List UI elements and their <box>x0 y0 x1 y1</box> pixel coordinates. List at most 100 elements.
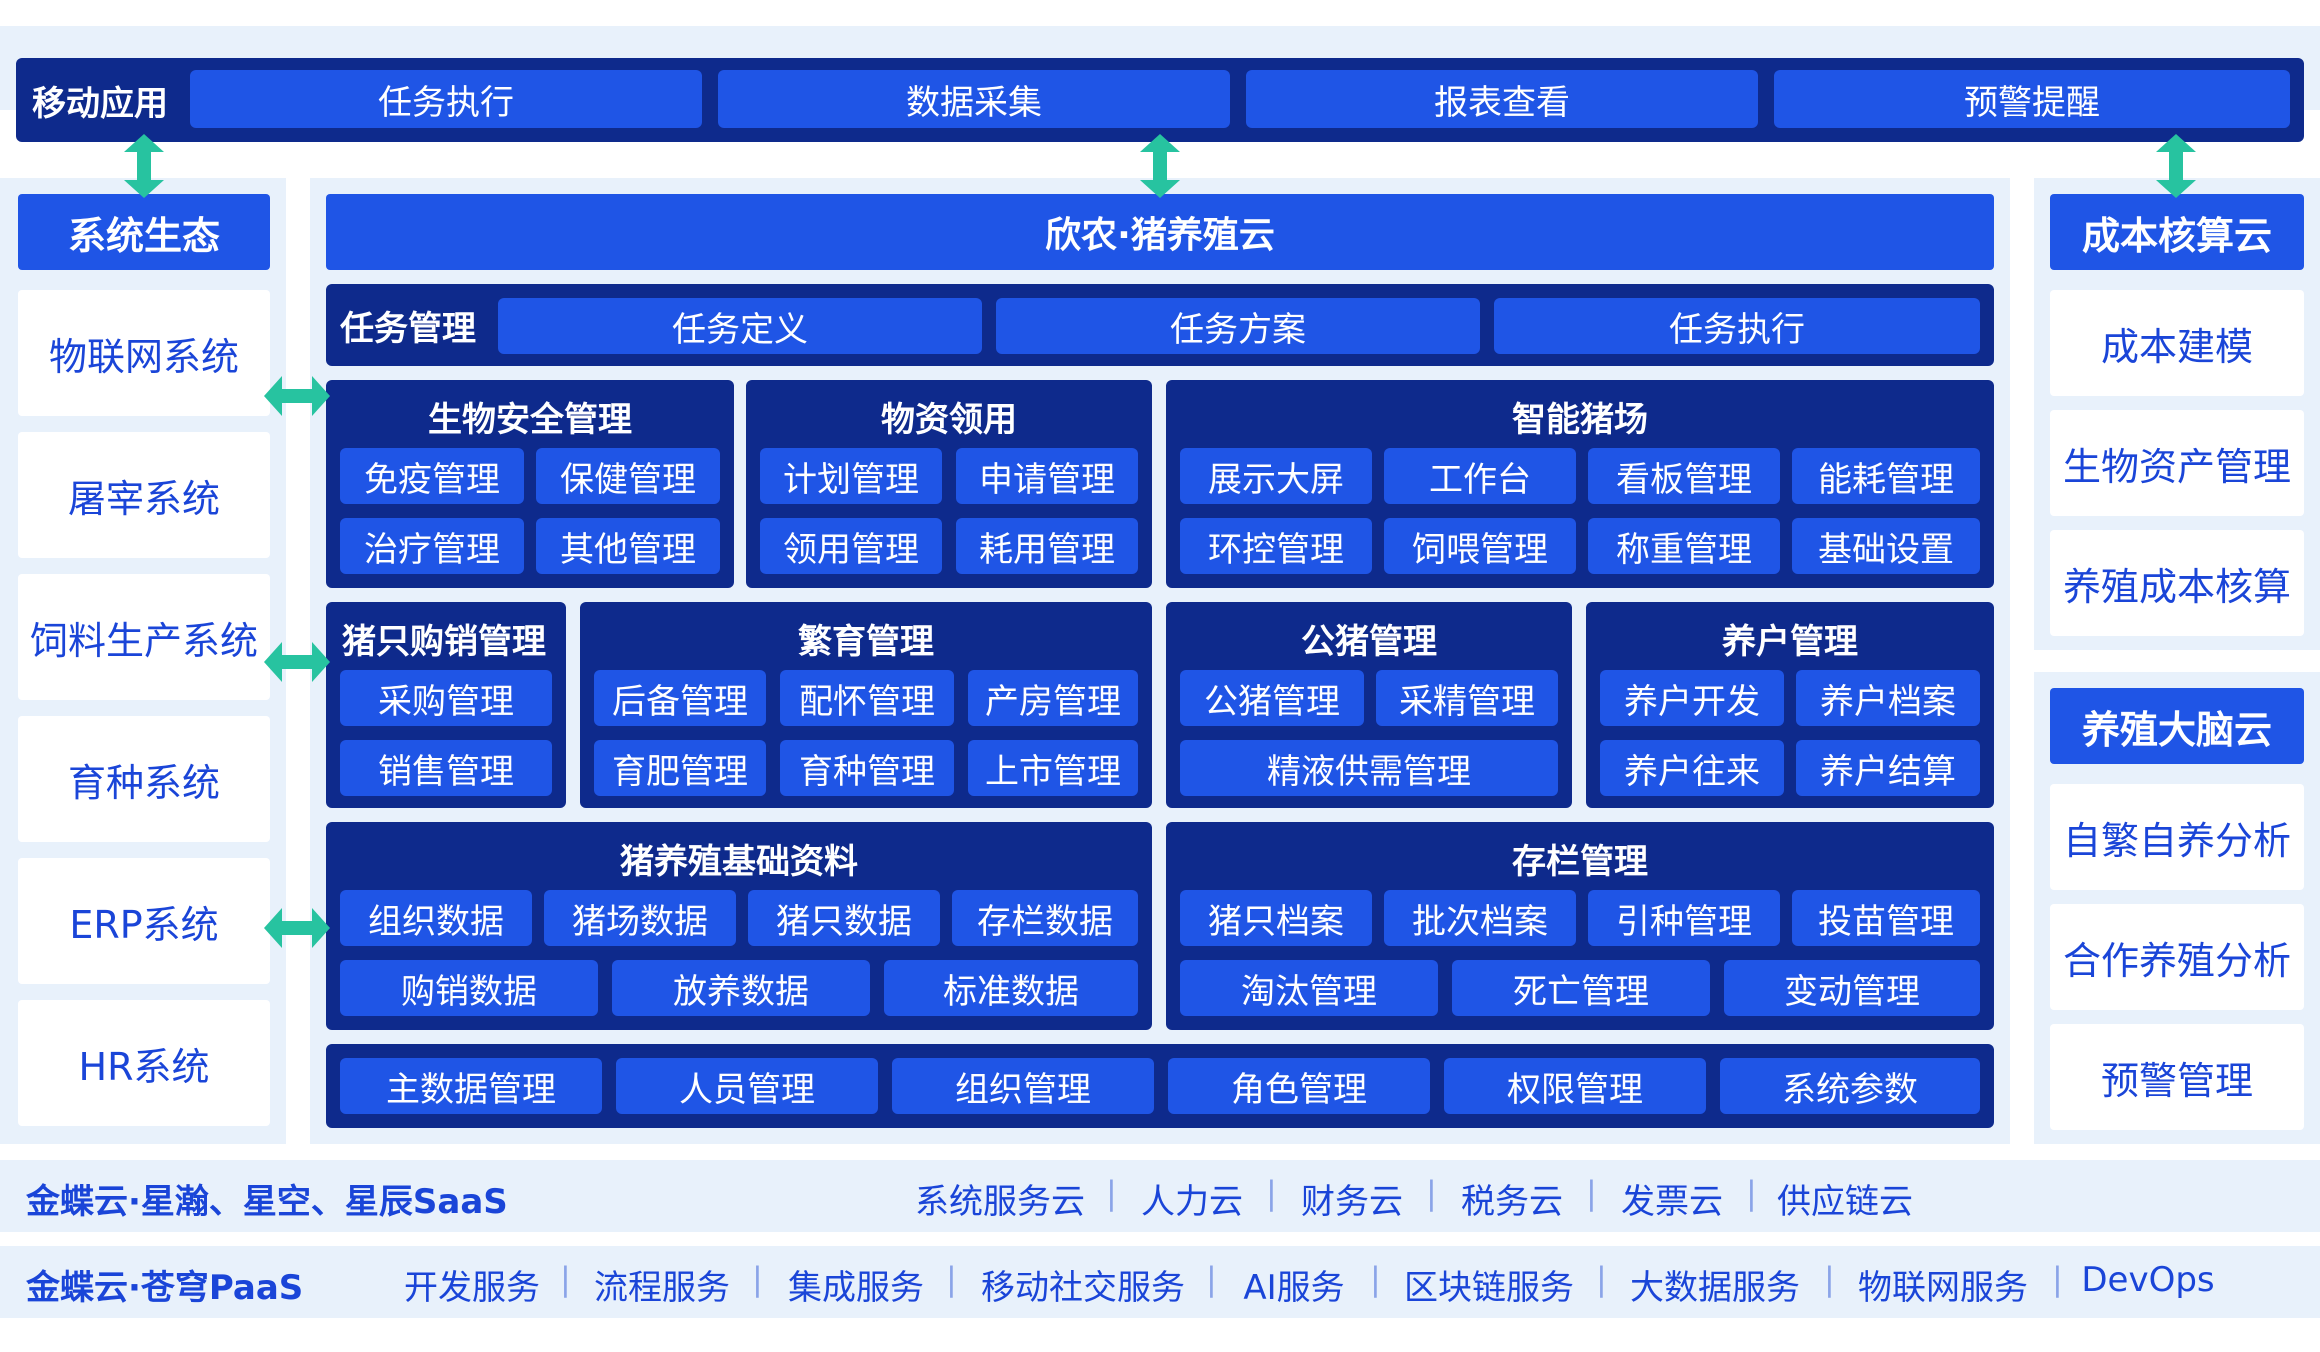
btn-pig-archive[interactable]: 猪只档案 <box>1180 890 1372 946</box>
btn-farmer-settle[interactable]: 养户结算 <box>1796 740 1980 796</box>
saas-supply-chain-cloud[interactable]: 供应链云 <box>1777 1182 1913 1222</box>
btn-farmer-contact[interactable]: 养户往来 <box>1600 740 1784 796</box>
mobile-item-data-collect[interactable]: 数据采集 <box>718 70 1230 128</box>
btn-apply-mgmt[interactable]: 申请管理 <box>956 448 1138 504</box>
btn-mating[interactable]: 配怀管理 <box>780 670 954 726</box>
btn-energy[interactable]: 能耗管理 <box>1792 448 1980 504</box>
btn-basic-settings[interactable]: 基础设置 <box>1792 518 1980 574</box>
paas-ai-service[interactable]: AI服务 <box>1243 1268 1345 1308</box>
saas-tax-cloud[interactable]: 税务云 <box>1461 1182 1563 1222</box>
btn-workbench[interactable]: 工作台 <box>1384 448 1576 504</box>
btn-master-data[interactable]: 主数据管理 <box>340 1058 602 1114</box>
cost-modeling[interactable]: 成本建模 <box>2050 290 2304 396</box>
btn-consume-mgmt[interactable]: 耗用管理 <box>956 518 1138 574</box>
btn-env-control[interactable]: 环控管理 <box>1180 518 1372 574</box>
btn-pig-data[interactable]: 猪只数据 <box>748 890 940 946</box>
mobile-label: 移动应用 <box>32 83 168 124</box>
paas-iot-service[interactable]: 物联网服务 <box>1858 1268 2028 1308</box>
saas-sep-3: | <box>1426 1174 1437 1212</box>
paas-sep-7: | <box>1824 1260 1835 1298</box>
btn-sys-params[interactable]: 系统参数 <box>1720 1058 1980 1114</box>
task-exec[interactable]: 任务执行 <box>1494 298 1980 354</box>
btn-healthcare[interactable]: 保健管理 <box>536 448 720 504</box>
btn-stock-data[interactable]: 存栏数据 <box>952 890 1138 946</box>
btn-other[interactable]: 其他管理 <box>536 518 720 574</box>
coop-farming-analysis[interactable]: 合作养殖分析 <box>2050 904 2304 1010</box>
btn-reserve[interactable]: 后备管理 <box>594 670 766 726</box>
btn-big-screen[interactable]: 展示大屏 <box>1180 448 1372 504</box>
btn-permission[interactable]: 权限管理 <box>1444 1058 1706 1114</box>
saas-finance-cloud[interactable]: 财务云 <box>1301 1182 1403 1222</box>
paas-sep-6: | <box>1596 1260 1607 1298</box>
arrow-mobile-ecosystem <box>124 134 164 198</box>
paas-sep-1: | <box>560 1260 571 1298</box>
ecosystem-slaughter[interactable]: 屠宰系统 <box>18 432 270 558</box>
paas-sep-3: | <box>946 1260 957 1298</box>
btn-batch-archive[interactable]: 批次档案 <box>1384 890 1576 946</box>
btn-plan-mgmt[interactable]: 计划管理 <box>760 448 942 504</box>
btn-breed-mgmt[interactable]: 育种管理 <box>780 740 954 796</box>
paas-dev-service[interactable]: 开发服务 <box>404 1268 540 1308</box>
group-breeding-title: 繁育管理 <box>798 622 934 662</box>
ecosystem-iot[interactable]: 物联网系统 <box>18 290 270 416</box>
arrow-feed-core <box>264 642 330 682</box>
btn-culling[interactable]: 淘汰管理 <box>1180 960 1438 1016</box>
mobile-item-alert[interactable]: 预警提醒 <box>1774 70 2290 128</box>
task-def[interactable]: 任务定义 <box>498 298 982 354</box>
arrow-iot-core <box>264 376 330 416</box>
paas-devops[interactable]: DevOps <box>2081 1260 2215 1300</box>
saas-invoice-cloud[interactable]: 发票云 <box>1621 1182 1723 1222</box>
mobile-item-task-exec[interactable]: 任务执行 <box>190 70 702 128</box>
btn-trade-data[interactable]: 购销数据 <box>340 960 598 1016</box>
btn-change[interactable]: 变动管理 <box>1724 960 1980 1016</box>
mobile-item-report-view[interactable]: 报表查看 <box>1246 70 1758 128</box>
core-title: 欣农·猪养殖云 <box>326 194 1994 270</box>
btn-feeding[interactable]: 饲喂管理 <box>1384 518 1576 574</box>
paas-workflow-service[interactable]: 流程服务 <box>594 1268 730 1308</box>
btn-sales[interactable]: 销售管理 <box>340 740 552 796</box>
btn-fattening[interactable]: 育肥管理 <box>594 740 766 796</box>
saas-hr-cloud[interactable]: 人力云 <box>1141 1182 1243 1222</box>
btn-standard-data[interactable]: 标准数据 <box>884 960 1138 1016</box>
task-plan[interactable]: 任务方案 <box>996 298 1480 354</box>
btn-receive-mgmt[interactable]: 领用管理 <box>760 518 942 574</box>
btn-farmer-archive[interactable]: 养户档案 <box>1796 670 1980 726</box>
ecosystem-hr[interactable]: HR系统 <box>18 1000 270 1126</box>
btn-semen-supply[interactable]: 精液供需管理 <box>1180 740 1558 796</box>
paas-blockchain-service[interactable]: 区块链服务 <box>1404 1268 1574 1308</box>
self-breeding-analysis[interactable]: 自繁自养分析 <box>2050 784 2304 890</box>
paas-label: 金蝶云·苍穹PaaS <box>26 1268 304 1308</box>
btn-weighing[interactable]: 称重管理 <box>1588 518 1780 574</box>
paas-integration-service[interactable]: 集成服务 <box>788 1268 924 1308</box>
bio-asset-mgmt[interactable]: 生物资产管理 <box>2050 410 2304 516</box>
btn-release-data[interactable]: 放养数据 <box>612 960 870 1016</box>
ecosystem-breeding[interactable]: 育种系统 <box>18 716 270 842</box>
btn-role-mgmt[interactable]: 角色管理 <box>1168 1058 1430 1114</box>
farming-cost-accounting[interactable]: 养殖成本核算 <box>2050 530 2304 636</box>
saas-sys-service[interactable]: 系统服务云 <box>915 1182 1085 1222</box>
paas-strip <box>0 1246 2320 1318</box>
btn-boar-mgmt[interactable]: 公猪管理 <box>1180 670 1364 726</box>
btn-introduce[interactable]: 引种管理 <box>1588 890 1780 946</box>
btn-death[interactable]: 死亡管理 <box>1452 960 1710 1016</box>
paas-mobile-social-service[interactable]: 移动社交服务 <box>981 1268 1185 1308</box>
btn-market[interactable]: 上市管理 <box>968 740 1138 796</box>
btn-org-data[interactable]: 组织数据 <box>340 890 532 946</box>
group-farmer-title: 养户管理 <box>1722 622 1858 662</box>
btn-dashboard[interactable]: 看板管理 <box>1588 448 1780 504</box>
btn-farrowing[interactable]: 产房管理 <box>968 670 1138 726</box>
btn-personnel[interactable]: 人员管理 <box>616 1058 878 1114</box>
btn-piglet-placement[interactable]: 投苗管理 <box>1792 890 1980 946</box>
alert-mgmt[interactable]: 预警管理 <box>2050 1024 2304 1130</box>
btn-semen-collect[interactable]: 采精管理 <box>1376 670 1558 726</box>
btn-org-mgmt[interactable]: 组织管理 <box>892 1058 1154 1114</box>
btn-farmer-dev[interactable]: 养户开发 <box>1600 670 1784 726</box>
paas-bigdata-service[interactable]: 大数据服务 <box>1630 1268 1800 1308</box>
ecosystem-feed[interactable]: 饲料生产系统 <box>18 574 270 700</box>
ecosystem-erp[interactable]: ERP系统 <box>18 858 270 984</box>
btn-treatment[interactable]: 治疗管理 <box>340 518 524 574</box>
btn-purchase[interactable]: 采购管理 <box>340 670 552 726</box>
btn-immunization[interactable]: 免疫管理 <box>340 448 524 504</box>
btn-farm-data[interactable]: 猪场数据 <box>544 890 736 946</box>
saas-strip <box>0 1160 2320 1232</box>
